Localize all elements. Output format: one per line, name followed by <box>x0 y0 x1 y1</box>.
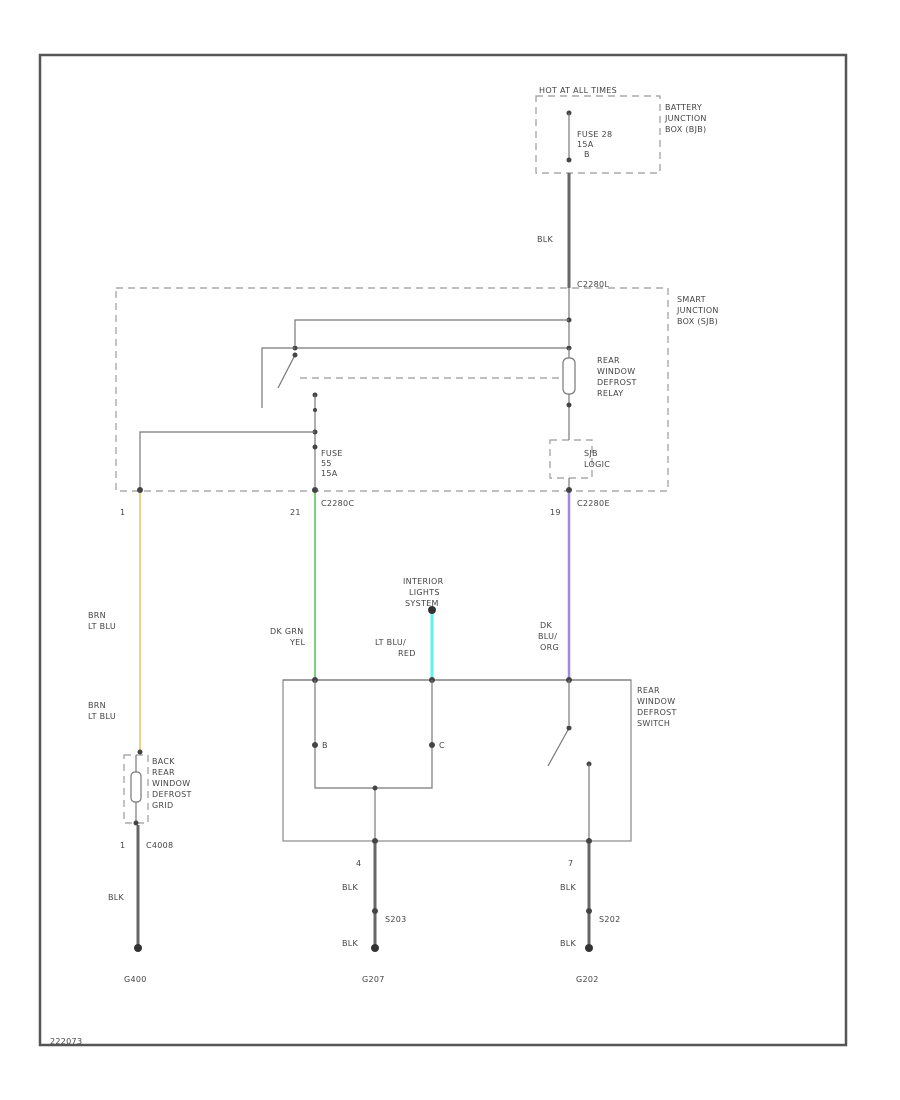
g400-wire-color: BLK <box>108 893 125 902</box>
fuse-55-rating: 15A <box>321 469 338 478</box>
smart-junction-box: C2280L SMART JUNCTION BOX (SJB) REAR WIN… <box>115 280 719 492</box>
switch-label-2: WINDOW <box>637 697 675 706</box>
switch-pin-7: 7 <box>568 859 573 868</box>
relay-label-2: WINDOW <box>597 367 635 376</box>
relay-label-1: REAR <box>597 356 620 365</box>
switch-pin-c: C <box>439 741 445 750</box>
sjb-pin-19: 19 <box>550 508 561 517</box>
interior-lights-system: INTERIOR LIGHTS SYSTEM <box>403 577 444 614</box>
lt-blu-red-label-2: RED <box>398 649 416 658</box>
interior-lights-terminal <box>428 606 436 614</box>
sjb-logic-label-2: LOGIC <box>584 460 610 469</box>
fuse-55-number: 55 <box>321 459 332 468</box>
ground-g207: G207 <box>362 975 385 984</box>
lt-blu-red-label-1: LT BLU/ <box>375 638 406 647</box>
diagram-frame <box>38 53 848 1047</box>
sjb-logic-label-1: SJB <box>584 449 598 458</box>
bjb-label-2: JUNCTION <box>664 114 707 123</box>
switch-label-4: SWITCH <box>637 719 670 728</box>
grid-pin-1: 1 <box>120 841 125 850</box>
sjb-pin-21: 21 <box>290 508 301 517</box>
grid-label-3: WINDOW <box>152 779 190 788</box>
sjb-label-3: BOX (SJB) <box>677 317 718 326</box>
dk-label: DK <box>540 621 552 630</box>
blu-label: BLU/ <box>538 632 557 641</box>
lt-blu-label-top: LT BLU <box>88 622 116 631</box>
c4008-connector: C4008 <box>146 841 173 850</box>
rear-window-defrost-switch: B C REAR WINDOW DEFROST SWITCH <box>282 677 677 842</box>
rear-window-defrost-grid: BRN LT BLU BACK REAR WINDOW DEFROST GRID… <box>88 701 192 850</box>
fuse-28-rating: 15A <box>577 140 594 149</box>
fuse-28-bus: B <box>584 150 590 159</box>
dk-grn-label: DK GRN <box>270 627 304 636</box>
sjb-label-1: SMART <box>677 295 706 304</box>
grid-label-4: DEFROST <box>152 790 192 799</box>
bjb-label-3: BOX (BJB) <box>665 125 706 134</box>
lt-blu-label-bottom: LT BLU <box>88 712 116 721</box>
switch-pin-b: B <box>322 741 328 750</box>
switch-label-3: DEFROST <box>637 708 677 717</box>
main-feed-color: BLK <box>537 235 554 244</box>
yel-label: YEL <box>289 638 306 647</box>
g207-wire-color-top: BLK <box>342 883 359 892</box>
switch-pin-4: 4 <box>356 859 361 868</box>
relay-label-4: RELAY <box>597 389 624 398</box>
fuse-28-label: FUSE 28 <box>577 130 612 139</box>
switch-label-1: REAR <box>637 686 660 695</box>
g207-wire-color-bottom: BLK <box>342 939 359 948</box>
ground-g202: G202 <box>576 975 599 984</box>
grid-label-1: BACK <box>152 757 175 766</box>
c2280e-connector: C2280E <box>577 499 610 508</box>
c2280c-connector: C2280C <box>321 499 354 508</box>
c2280l-connector: C2280L <box>577 280 609 289</box>
org-label: ORG <box>540 643 559 652</box>
grid-label-2: REAR <box>152 768 175 777</box>
sjb-label-2: JUNCTION <box>676 306 719 315</box>
sjb-pin-1: 1 <box>120 508 125 517</box>
relay-label-3: DEFROST <box>597 378 637 387</box>
battery-junction-box: HOT AT ALL TIMES FUSE 28 15A B BATTERY J… <box>535 86 707 174</box>
ground-g207-symbol <box>371 944 379 952</box>
hot-at-all-times-label: HOT AT ALL TIMES <box>539 86 617 95</box>
brn-label-top: BRN <box>88 611 106 620</box>
g202-wire-color-top: BLK <box>560 883 577 892</box>
ground-g202-symbol <box>585 944 593 952</box>
s203-splice: S203 <box>385 915 407 924</box>
interior-label-1: INTERIOR <box>403 577 444 586</box>
g202-wire-color-bottom: BLK <box>560 939 577 948</box>
interior-label-3: SYSTEM <box>405 599 439 608</box>
interior-label-2: LIGHTS <box>409 588 440 597</box>
diagram-id: 222073 <box>50 1037 82 1046</box>
ground-g400-symbol <box>134 944 142 952</box>
bjb-label-1: BATTERY <box>665 103 702 112</box>
grid-label-5: GRID <box>152 801 173 810</box>
brn-label-bottom: BRN <box>88 701 106 710</box>
ground-g400: G400 <box>124 975 147 984</box>
fuse-55-label: FUSE <box>321 449 343 458</box>
s202-splice: S202 <box>599 915 621 924</box>
